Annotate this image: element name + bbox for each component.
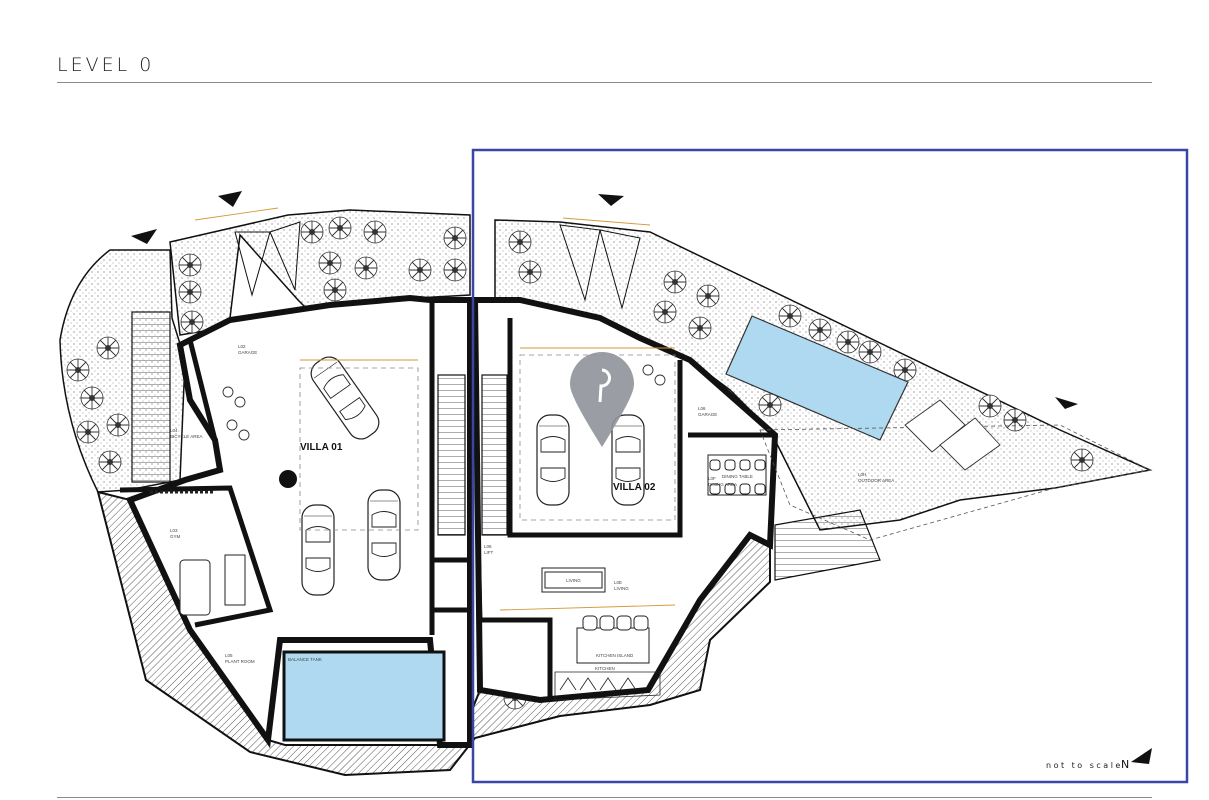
room-tag-l0h-label: OUTDOOR AREA [858,478,894,483]
page-title: LEVEL 0 [57,54,155,76]
gym-equipment [150,490,246,616]
room-tag-l0e-label: LIVING [614,586,629,591]
bicycles [222,364,666,441]
outdoor-loungers [904,399,1001,471]
kitchen-island [576,615,650,664]
room-tag-l03-label: GYM [170,534,181,539]
villa-02-label: VILLA 02 [613,482,656,493]
stairs-villa-01 [437,374,466,536]
dimension-lines [194,207,676,611]
car-villa-02-a [536,414,570,506]
furniture-tag-living: LIVING [566,578,581,583]
room-tag-l02: L02 [238,344,246,349]
furniture-tag-kitchen-island: KITCHEN ISLAND [596,653,634,658]
villa-02-parking-outline [519,354,676,521]
room-tag-l04: L04 [170,428,178,433]
room-tag-l04-label: BICYCLE AREA [170,434,203,439]
room-tag-tank: BALANCE TANK [288,657,322,662]
ramp-east-2 [599,229,641,310]
villa-01-parking-outline [299,367,419,531]
car-villa-01-c [367,489,401,581]
dining-table [707,454,767,496]
ramp-west-2 [269,221,301,291]
furniture-tag-kitchen: KITCHEN [595,666,615,671]
furniture-tag-dining: DINING TABLE [722,474,753,479]
north-label: N [1121,758,1130,771]
interior-walls [119,300,775,700]
marker-dot [279,470,297,488]
villa-01-label: VILLA 01 [300,442,343,453]
room-tag-l06b: L06 [484,544,492,549]
room-tag-l06a-label: GARAGE [698,412,717,417]
room-tag-l05: L05 [225,653,233,658]
villa-02-highlight-frame [471,148,1189,784]
kitchen-counter [554,671,661,701]
scale-note: not to scale [1046,761,1123,770]
stairs-outdoor [774,509,881,581]
room-tag-l06b-label: LIFT [484,550,494,555]
room-tag-l03: L03 [170,528,178,533]
header-divider [57,82,1152,83]
living-sofa [541,567,606,593]
room-tag-l0h: L0H [858,472,866,477]
north-arrow-icon [1131,748,1152,764]
room-tag-l02-label: GARAGE [238,350,257,355]
ramp-east [559,224,601,302]
outdoor-deck [759,424,1152,541]
car-villa-01-b [301,504,335,596]
room-tag-l0e: L0E [614,580,622,585]
stairs-villa-02 [481,374,508,536]
entry-arrow-icon [131,191,1078,409]
room-tag-l0f: L0F [708,476,716,481]
swimming-pool [725,315,909,441]
location-pin-icon [570,352,634,447]
balance-tank-pool [282,650,446,742]
room-tag-l0f-label: DINING AREA [708,482,737,487]
room-tag-l06a: L06 [698,406,706,411]
stairs-west [131,311,171,483]
footer-divider [57,797,1152,798]
ramp-west [234,231,271,297]
room-tag-l05-label: PLANT ROOM [225,659,255,664]
